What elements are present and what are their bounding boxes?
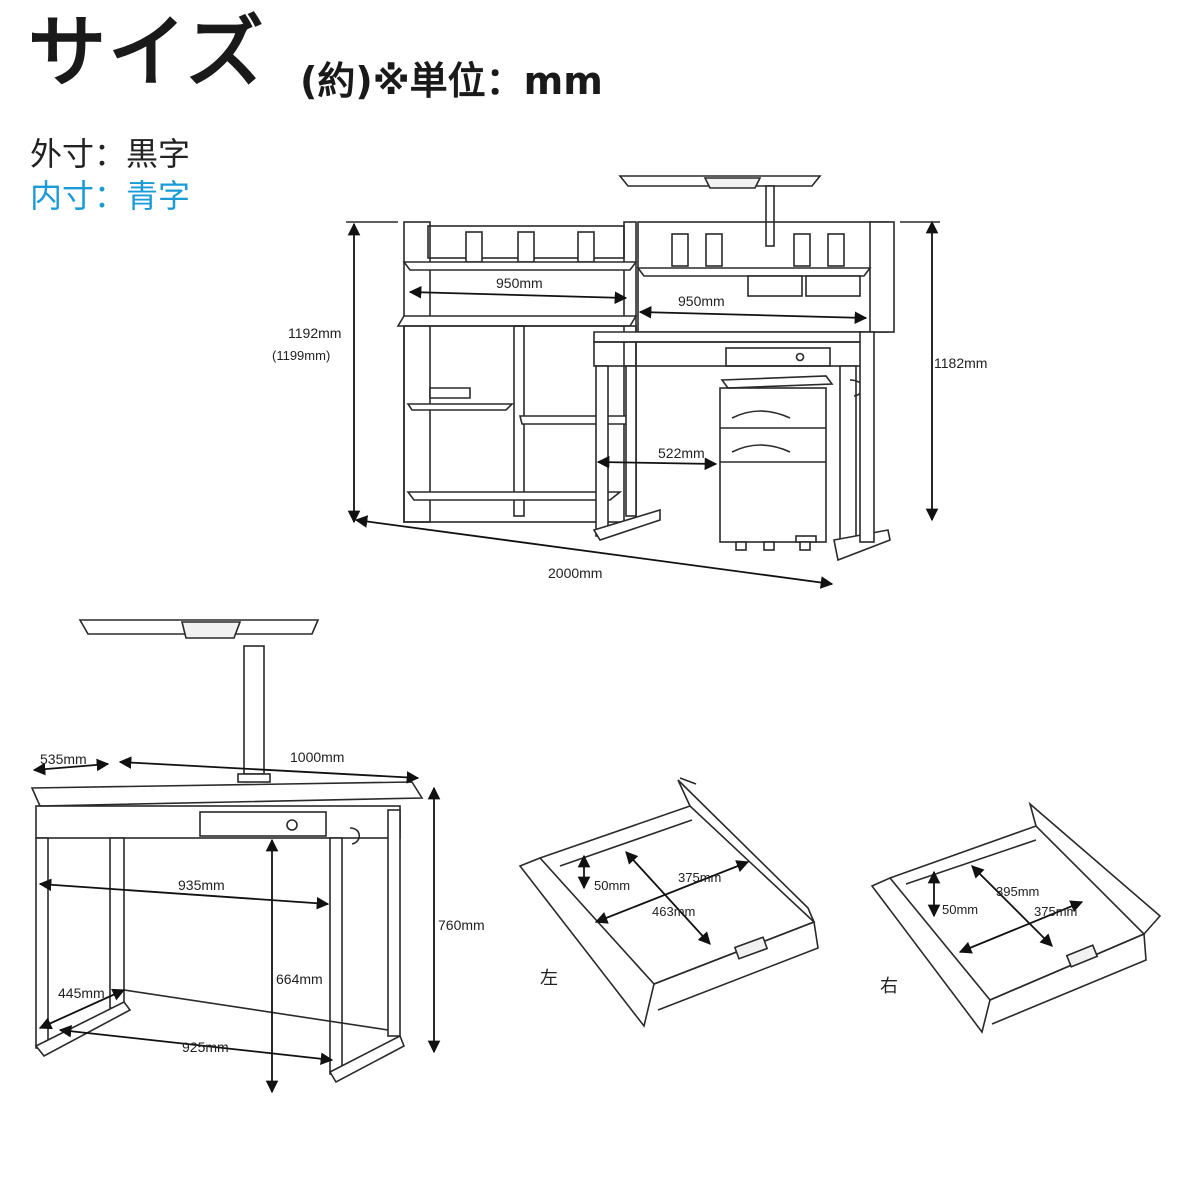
desk-inner-width-bottom-label: 925mm (182, 1039, 229, 1055)
desk-inner-height-label: 664mm (276, 971, 323, 987)
full-set-shelf-width-right-label: 950mm (678, 293, 725, 309)
full-set-height-left-label: 1192mm (288, 325, 341, 341)
drawer-right-depth-label: 375mm (1034, 904, 1077, 919)
desk-inner-depth-label: 445mm (58, 985, 105, 1001)
drawer-right-height-label: 50mm (942, 902, 978, 917)
full-set-pedestal (719, 375, 834, 551)
desk-depth-label: 535mm (40, 751, 87, 767)
page-title: サイズ (28, 8, 266, 98)
drawer-right-label: 右 (880, 976, 898, 996)
desk-height-label: 760mm (438, 917, 485, 933)
drawer-left-drawing: 50mm 375mm 463mm 左 (518, 777, 819, 1028)
full-set-height-right-label: 1182mm (934, 355, 987, 371)
drawer-left-label: 左 (540, 968, 558, 988)
drawer-right-drawing: 50mm 395mm 375mm 右 (870, 801, 1162, 1034)
legend-inner-dimensions: 内寸：青字 (30, 177, 191, 215)
full-set-right-desk (592, 331, 891, 562)
full-set-drawing: 950mm 950mm 1192mm (1199mm) 1182mm 522mm… (272, 175, 987, 589)
desk-inner-width-top-label: 935mm (178, 877, 225, 893)
desk-width-label: 1000mm (290, 749, 344, 765)
full-set-total-width-label: 2000mm (548, 565, 602, 581)
drawer-left-width-label: 463mm (652, 904, 695, 919)
full-set-shelf-width-left-label: 950mm (496, 275, 543, 291)
desk-lamp (78, 619, 320, 783)
full-set-lamp (618, 175, 822, 247)
drawer-left-depth-label: 375mm (678, 870, 721, 885)
desk-drawing: 535mm 1000mm 935mm 664mm 760mm 445mm 925… (30, 619, 485, 1094)
full-set-inner-gap-label: 522mm (658, 445, 705, 461)
unit-note: (約)※単位：mm (300, 59, 603, 103)
full-set-right-hutch (636, 221, 895, 333)
drawer-right-width-label: 395mm (996, 884, 1039, 899)
drawer-left-height-label: 50mm (594, 878, 630, 893)
full-set-height-left-alt-label: (1199mm) (272, 348, 330, 363)
legend-outer-dimensions: 外寸：黒字 (30, 135, 191, 173)
